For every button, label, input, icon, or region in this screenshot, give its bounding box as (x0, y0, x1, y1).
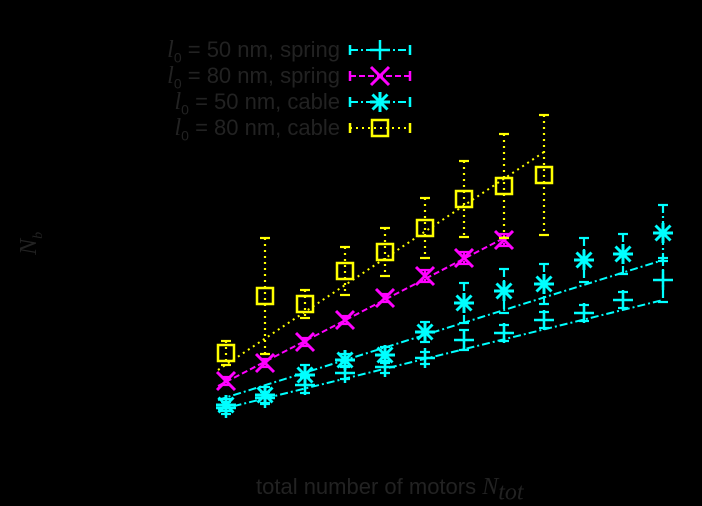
legend-label-2: l0 = 80 nm, spring (167, 63, 340, 92)
legend-sample-2 (348, 65, 412, 87)
legend-label-3: l0 = 50 nm, cable (174, 89, 340, 118)
x-axis-label: total number of motors Ntot (256, 474, 524, 506)
legend-label-4: l0 = 80 nm, cable (174, 115, 340, 144)
series-3 (216, 203, 673, 415)
legend-sample-1 (348, 40, 412, 60)
legend-sample-3 (348, 92, 412, 112)
y-axis-label: Nb (16, 231, 46, 255)
series-1 (216, 256, 673, 418)
series-4 (216, 113, 554, 371)
legend-sample-4 (348, 118, 412, 138)
series-2 (215, 229, 515, 392)
legend-label-1: l0 = 50 nm, spring (167, 37, 340, 66)
